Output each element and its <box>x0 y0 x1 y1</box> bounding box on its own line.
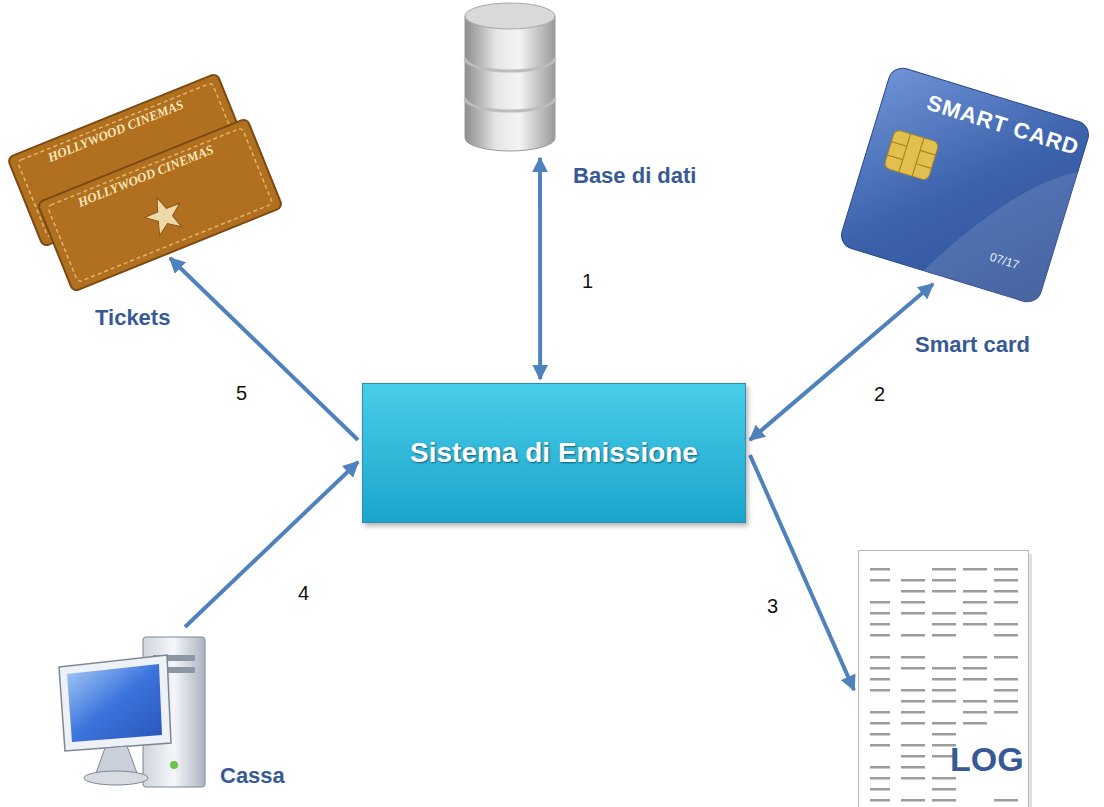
cash-register-pc: Cassa <box>55 615 295 805</box>
document-title: LOG <box>950 740 1024 779</box>
node-label: Base di dati <box>573 163 696 188</box>
connector-arrow <box>185 462 358 627</box>
node-label: Tickets <box>95 305 170 330</box>
log-document: LOG <box>850 545 1040 807</box>
connector-arrow <box>538 158 542 379</box>
callout-number: 2 <box>872 383 887 406</box>
illustration-frame <box>460 0 560 156</box>
tickets-icon: HOLLYWOOD CINEMASHOLLYWOOD CINEMASTicket… <box>0 80 290 340</box>
callout-number: 1 <box>580 270 595 293</box>
node-label: Smart card <box>915 332 1030 357</box>
callout-number: 4 <box>296 582 311 605</box>
computer-icon <box>55 615 220 800</box>
process-title: Sistema di Emissione <box>410 437 698 469</box>
callout-number: 5 <box>234 382 249 405</box>
database-icon: Base di dati <box>455 0 715 195</box>
connector-arrow <box>750 284 933 440</box>
process-box: Sistema di Emissione <box>362 383 746 523</box>
node-label: Cassa <box>220 763 285 788</box>
database-cylinder <box>460 0 560 156</box>
connector-arrow <box>750 455 854 690</box>
illustration-frame <box>55 615 220 800</box>
smart-card-icon: SMART CARD07/17Smart card <box>830 0 1104 360</box>
callout-number: 3 <box>765 595 780 618</box>
connector-arrow <box>170 258 358 440</box>
illustration-frame: SMART CARD07/17 <box>837 63 1093 306</box>
